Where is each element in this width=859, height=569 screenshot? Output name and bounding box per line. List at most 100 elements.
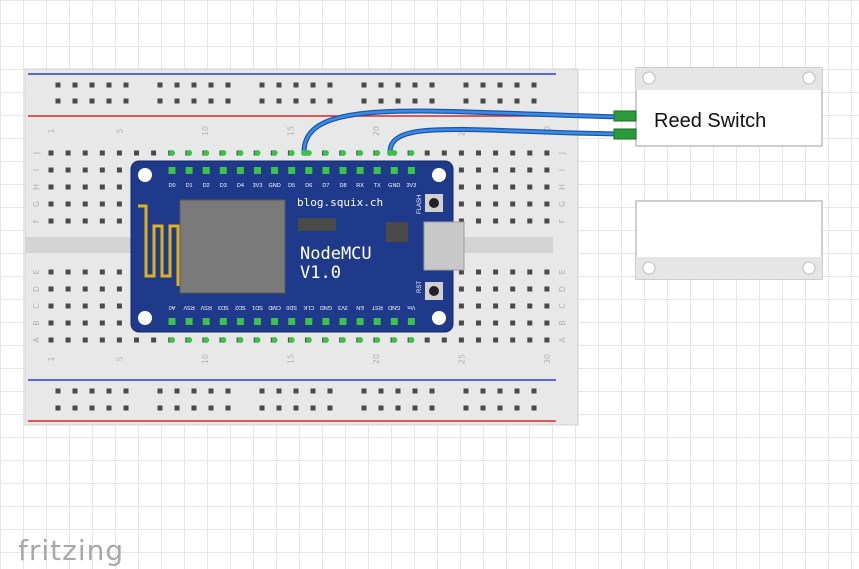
rail-hole: [310, 388, 316, 394]
pin-label: 3V3: [407, 183, 417, 189]
row-letter: H: [558, 184, 567, 190]
header-pin[interactable]: [202, 167, 210, 174]
header-pin[interactable]: [219, 167, 227, 174]
header-pin[interactable]: [288, 167, 296, 174]
pin-label: D4: [237, 183, 244, 189]
breadboard-hole: [99, 150, 105, 156]
breadboard-hole: [48, 303, 54, 309]
breadboard-hole: [476, 201, 481, 207]
header-pin[interactable]: [271, 167, 279, 174]
breadboard-hole: [48, 286, 54, 292]
header-pin[interactable]: [271, 318, 279, 325]
header-pin[interactable]: [322, 318, 330, 325]
pin-label: SD0: [286, 304, 297, 310]
header-pin[interactable]: [373, 167, 381, 174]
header-pin[interactable]: [185, 318, 193, 325]
breadboard-hole: [116, 337, 122, 343]
connected-hole: [237, 337, 244, 343]
header-pin[interactable]: [254, 318, 261, 325]
terminal-holes: [48, 150, 550, 343]
breadboard-hole: [116, 201, 122, 207]
row-letter: J: [32, 152, 41, 155]
header-pin[interactable]: [185, 167, 193, 174]
header-pin[interactable]: [219, 318, 227, 325]
pin-label: RX: [356, 183, 364, 189]
pin-label: D1: [186, 183, 193, 189]
rail-hole: [174, 388, 180, 394]
reed-pin-1[interactable]: [613, 110, 637, 122]
rail-hole: [208, 405, 214, 411]
header-pin[interactable]: [339, 167, 347, 174]
header-pin[interactable]: [305, 167, 313, 174]
reed-switch: Reed Switch: [613, 67, 823, 147]
header-pin[interactable]: [356, 318, 364, 325]
connected-hole: [305, 150, 312, 156]
fritzing-watermark: fritzing: [18, 534, 125, 567]
rail-hole: [89, 82, 95, 88]
flash-button-cap[interactable]: [429, 198, 439, 208]
reed-pin-2[interactable]: [613, 128, 637, 140]
rail-hole: [225, 405, 231, 411]
breadboard-hole: [82, 218, 88, 224]
header-pin[interactable]: [288, 318, 296, 325]
column-number: 30: [543, 354, 552, 364]
breadboard-hole: [510, 320, 516, 326]
header-pin[interactable]: [390, 318, 398, 325]
connected-hole: [186, 337, 193, 343]
header-pin[interactable]: [202, 318, 210, 325]
header-pin[interactable]: [407, 167, 415, 174]
magnet-footer: [636, 257, 822, 279]
breadboard-hole: [458, 269, 464, 275]
rail-hole: [463, 82, 469, 88]
wire-end: [387, 150, 393, 156]
breadboard-hole: [493, 269, 499, 275]
header-pin[interactable]: [322, 167, 330, 174]
pin-label: CMD: [268, 304, 281, 310]
pin-label: D6: [305, 183, 312, 189]
connected-hole: [391, 337, 398, 343]
rail-hole: [378, 405, 384, 411]
reed-switch-header: [636, 68, 822, 90]
header-pin[interactable]: [390, 167, 398, 174]
breadboard-hole: [544, 303, 550, 309]
rail-hole: [463, 405, 469, 411]
header-pin[interactable]: [305, 318, 313, 325]
breadboard-hole: [544, 184, 550, 190]
connected-hole: [288, 150, 295, 156]
board-title: NodeMCU: [300, 244, 372, 264]
rail-hole: [514, 98, 520, 104]
breadboard-hole: [65, 150, 71, 156]
rail-hole: [174, 98, 180, 104]
header-pin[interactable]: [356, 167, 364, 174]
header-pin[interactable]: [236, 167, 244, 174]
breadboard-hole: [476, 269, 481, 275]
breadboard-hole: [458, 150, 464, 156]
connected-hole: [186, 150, 193, 156]
mount-hole: [138, 168, 152, 182]
header-pin[interactable]: [407, 318, 415, 325]
header-pin[interactable]: [339, 318, 347, 325]
connected-hole: [271, 337, 278, 343]
breadboard-hole: [82, 320, 88, 326]
rail-hole: [412, 405, 418, 411]
breadboard-hole: [116, 303, 122, 309]
rail-hole: [276, 388, 282, 394]
breadboard-hole: [493, 184, 499, 190]
reset-button-cap[interactable]: [429, 286, 439, 296]
rail-hole: [480, 98, 486, 104]
header-pin[interactable]: [254, 167, 261, 174]
pin-label: A0: [169, 304, 176, 310]
breadboard-hole: [458, 218, 464, 224]
rail-hole: [123, 405, 129, 411]
header-pin[interactable]: [236, 318, 244, 325]
rail-hole: [259, 405, 265, 411]
connected-hole: [254, 337, 261, 343]
header-pin[interactable]: [168, 318, 176, 325]
breadboard-hole: [151, 337, 157, 343]
rail-hole: [259, 82, 265, 88]
header-pin[interactable]: [168, 167, 176, 174]
header-pin[interactable]: [373, 318, 381, 325]
rail-hole: [276, 82, 282, 88]
breadboard-hole: [116, 150, 122, 156]
connected-hole: [357, 150, 364, 156]
